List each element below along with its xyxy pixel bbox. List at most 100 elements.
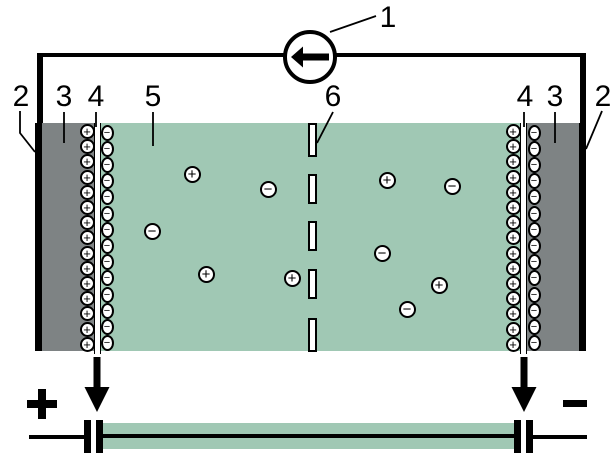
positive-ion-icon: +	[197, 265, 215, 283]
right-adsorbed-ion-icon: +	[505, 169, 521, 185]
negative-ion-icon: −	[398, 300, 416, 318]
callout-right-collector: 2	[594, 80, 612, 113]
equivalent-wire-center	[103, 434, 514, 438]
left-electrode-charge-icon: +	[79, 154, 95, 170]
right-electrode-charge-icon: −	[527, 335, 541, 352]
left-electrode-charge-icon: +	[79, 184, 95, 200]
left-electrode-charge-icon: +	[79, 215, 95, 231]
callout-right-electrode: 3	[546, 80, 564, 113]
separator-dash	[308, 221, 317, 251]
callout-electrolyte: 5	[144, 80, 162, 113]
right-adsorbed-ion-icon: +	[505, 215, 521, 231]
left-adsorbed-ion-icon: −	[100, 286, 114, 303]
right-electrode-charge-icon: −	[527, 173, 541, 190]
left-adsorbed-ion-icon: −	[100, 254, 114, 271]
left-adsorbed-ion-icon: −	[100, 156, 114, 173]
left-adsorbed-ion-icon: −	[100, 270, 114, 287]
callout-right-collector-leader-line	[585, 110, 603, 150]
left-electrode-charge-icon: +	[79, 169, 95, 185]
right-adsorbed-ion-icon: +	[505, 291, 521, 307]
right-vertical-wire	[580, 53, 586, 127]
left-electrode-charge-icon: +	[79, 124, 95, 139]
right-adsorbed-ion-icon: +	[505, 276, 521, 291]
left-electrode-charge-icon: +	[79, 260, 95, 276]
right-adsorbed-ion-icon: +	[505, 200, 521, 215]
left-capacitor-plate-b	[96, 420, 103, 453]
left-adsorbed-ion-icon: −	[100, 221, 114, 238]
callout-left-collector-leader-line	[19, 111, 36, 153]
plus-vertical-bar	[38, 389, 46, 419]
callout-current-source-leader-line	[329, 15, 377, 33]
minus-terminal-symbol	[563, 400, 587, 407]
left-electrode-charge-icon: +	[79, 321, 95, 337]
positive-ion-icon: +	[378, 171, 396, 189]
left-electrode-charge-icon: +	[79, 276, 95, 291]
left-adsorbed-ion-icon: −	[100, 318, 114, 335]
left-capacitor-plate-a	[84, 420, 91, 453]
right-electrode-charge-icon: −	[527, 205, 541, 222]
left-adsorbed-ion-icon: −	[100, 140, 114, 157]
right-electrode-charge-icon: −	[527, 254, 541, 271]
left-adsorbed-ion-icon: −	[100, 302, 114, 319]
left-adsorbed-ion-icon: −	[100, 189, 114, 206]
right-adsorbed-ion-icon: +	[505, 336, 521, 352]
left-electrode-charge-icon: +	[79, 139, 95, 155]
callout-separator: 6	[324, 80, 342, 113]
right-electrode-charge-icon: −	[527, 156, 541, 173]
callout-right-double-layer: 4	[516, 80, 534, 113]
callout-left-electrode: 3	[55, 80, 73, 113]
right-electrode-charge-icon: −	[527, 302, 541, 319]
separator-dash	[308, 318, 317, 352]
right-adsorbed-ion-icon: +	[505, 306, 521, 322]
right-electrode-charge-icon: −	[527, 286, 541, 303]
callout-left-collector: 2	[12, 80, 30, 113]
negative-ion-icon: −	[259, 180, 277, 198]
bottom-right-wire	[533, 435, 587, 439]
left-adsorbed-ion-icon: −	[100, 124, 114, 141]
separator-dash	[308, 269, 317, 299]
right-capacitor-plate-a	[514, 420, 521, 453]
left-electrode-charge-icon: +	[79, 306, 95, 322]
right-electrode-charge-icon: −	[527, 140, 541, 157]
positive-ion-icon: +	[183, 165, 201, 183]
right-adsorbed-ion-icon: +	[505, 184, 521, 200]
left-adsorbed-ion-icon: −	[100, 335, 114, 352]
right-current-collector	[579, 123, 586, 351]
left-electrode-charge-icon: +	[79, 230, 95, 246]
callout-current-source: 1	[379, 1, 397, 34]
right-electrode-charge-icon: −	[527, 270, 541, 287]
down-arrow-icon	[84, 357, 110, 412]
right-capacitor-plate-b	[526, 420, 533, 453]
callout-left-double-layer: 4	[87, 80, 105, 113]
current-source-symbol	[283, 30, 337, 84]
negative-ion-icon: −	[443, 177, 461, 195]
positive-ion-icon: +	[430, 276, 448, 294]
right-adsorbed-ion-icon: +	[505, 260, 521, 276]
right-adsorbed-ion-icon: +	[505, 124, 521, 139]
right-adsorbed-ion-icon: +	[505, 139, 521, 155]
right-electrode-charge-icon: −	[527, 318, 541, 335]
left-double-layer-gap	[94, 123, 101, 354]
right-adsorbed-ion-icon: +	[505, 154, 521, 170]
separator-dash	[308, 123, 317, 157]
negative-ion-icon: −	[143, 222, 161, 240]
right-double-layer-gap	[520, 123, 527, 354]
right-electrode-charge-icon: −	[527, 221, 541, 238]
negative-ion-icon: −	[373, 244, 391, 262]
left-adsorbed-ion-icon: −	[100, 205, 114, 222]
left-current-collector	[35, 123, 42, 351]
down-arrow-icon	[511, 357, 537, 412]
left-vertical-wire	[37, 53, 43, 127]
right-adsorbed-ion-icon: +	[505, 245, 521, 261]
positive-ion-icon: +	[283, 269, 301, 287]
right-electrode-charge-icon: −	[527, 189, 541, 206]
right-electrode-charge-icon: −	[527, 237, 541, 254]
right-electrode-charge-icon: −	[527, 124, 541, 141]
left-adsorbed-ion-icon: −	[100, 237, 114, 254]
left-electrode-charge-icon: +	[79, 200, 95, 215]
right-adsorbed-ion-icon: +	[505, 230, 521, 246]
bottom-left-wire	[29, 435, 84, 439]
separator-dash	[308, 174, 317, 204]
left-adsorbed-ion-icon: −	[100, 173, 114, 190]
left-electrode-charge-icon: +	[79, 291, 95, 307]
